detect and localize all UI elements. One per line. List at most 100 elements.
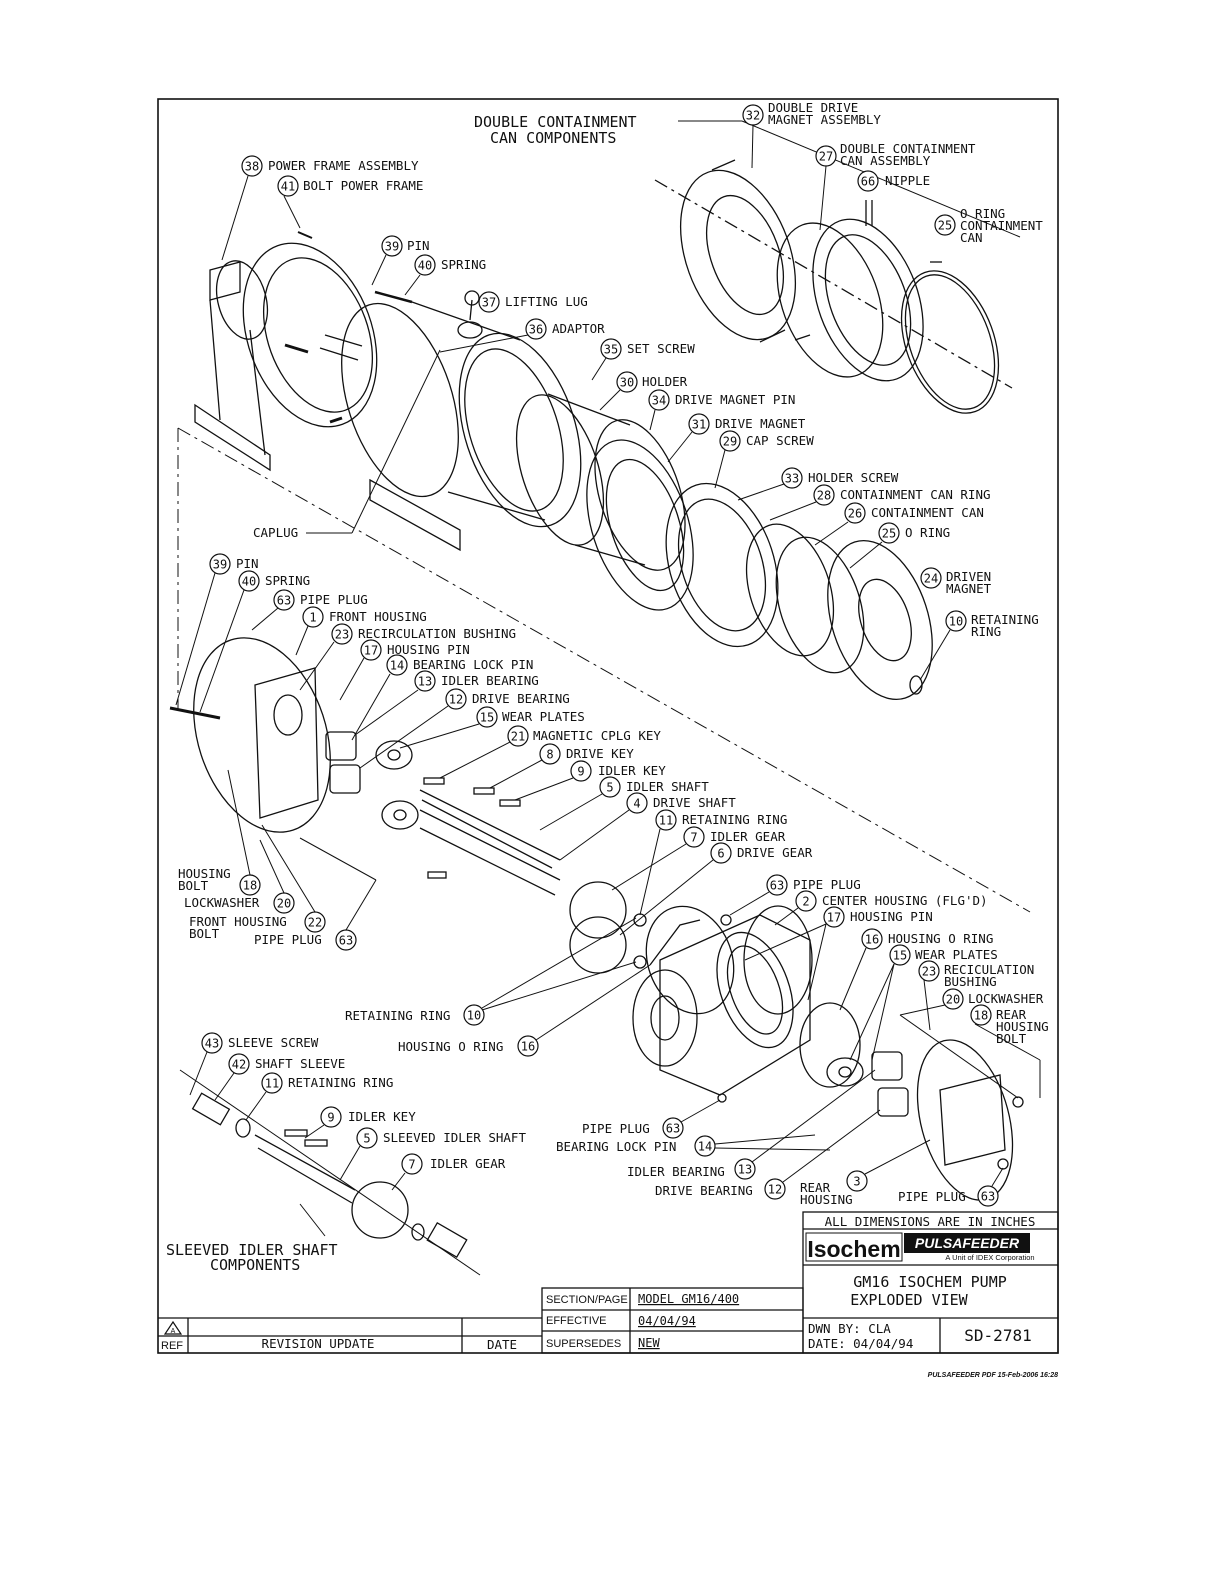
callout-num-40-top: 40 (418, 259, 432, 273)
sleeved-idler-heading: SLEEVED IDLER SHAFT COMPONENTS (166, 1203, 338, 1274)
callouts-left: HOUSING BOLT 18 LOCKWASHER 20 FRONT HOUS… (178, 769, 1004, 1207)
callout-num-15-right: 15 (893, 949, 907, 963)
callout-num-39-top: 39 (385, 240, 399, 254)
callout-label-14-bottom: BEARING LOCK PIN (556, 1139, 676, 1154)
revision-update-label: REVISION UPDATE (262, 1336, 375, 1351)
callout-label-4: DRIVE SHAFT (653, 795, 736, 810)
callout-num-3: 3 (853, 1175, 860, 1189)
callout-num-66: 66 (861, 175, 875, 189)
callout-label-11-sleeve: RETAINING RING (288, 1075, 393, 1090)
callout-label-17: HOUSING PIN (387, 642, 470, 657)
callout-label-20-right: LOCKWASHER (968, 991, 1044, 1006)
callout-label-33: HOLDER SCREW (808, 470, 899, 485)
callout-num-22-left: 22 (308, 916, 322, 930)
callout-num-16-left: 16 (521, 1040, 535, 1054)
callout-label-20-left: LOCKWASHER (184, 895, 260, 910)
double-containment-heading: DOUBLE CONTAINMENT CAN COMPONENTS (474, 113, 1021, 238)
callout-num-29: 29 (723, 435, 737, 449)
callout-label3-25-containment: CAN (960, 230, 983, 245)
callout-label-43: SLEEVE SCREW (228, 1035, 319, 1050)
callout-num-15: 15 (480, 711, 494, 725)
callout-label-12: DRIVE BEARING (472, 691, 570, 706)
callout-label2-32: MAGNET ASSEMBLY (768, 112, 881, 127)
main-axis-line (177, 427, 1031, 913)
callout-num-5-sleeve: 5 (363, 1132, 370, 1146)
callout-label-42: SHAFT SLEEVE (255, 1056, 345, 1071)
callout-label-63-rear: PIPE PLUG (898, 1189, 966, 1204)
adaptor (341, 290, 582, 552)
callout-num-42: 42 (232, 1058, 246, 1072)
callout-label-22-left: FRONT HOUSING (189, 914, 287, 929)
callout-num-33: 33 (785, 472, 799, 486)
callout-num-2: 2 (802, 895, 809, 909)
supersedes-value: NEW (638, 1336, 660, 1350)
callout-num-34: 34 (652, 394, 666, 408)
callout-label-18-left: HOUSING (178, 866, 231, 881)
callout-label-40-mid: SPRING (265, 573, 310, 588)
callout-label-13-bottom: IDLER BEARING (627, 1164, 725, 1179)
callout-num-12: 12 (449, 693, 463, 707)
callout-label-10: RETAINING (971, 612, 1039, 627)
callout-label-10-left: RETAINING RING (345, 1008, 450, 1023)
callout-num-32: 32 (746, 109, 760, 123)
callout-num-13: 13 (418, 675, 432, 689)
callout-label-26: CONTAINMENT CAN (871, 505, 984, 520)
callout-num-35: 35 (604, 343, 618, 357)
callout-label-1: FRONT HOUSING (329, 609, 427, 624)
caplug-callout: CAPLUG (253, 349, 441, 540)
double-containment-heading-line2: CAN COMPONENTS (490, 129, 616, 147)
callout-num-16-right: 16 (865, 933, 879, 947)
drawing-number: SD-2781 (964, 1326, 1031, 1345)
drawn-by: DWN BY: CLA (808, 1321, 891, 1336)
callout-num-25-containment: 25 (938, 219, 952, 233)
callout-num-37: 37 (482, 296, 496, 310)
callout-label-18-right: REAR (996, 1007, 1027, 1022)
callout-label-34: DRIVE MAGNET PIN (675, 392, 795, 407)
callout-num-43: 43 (205, 1037, 219, 1051)
callouts-right: 63 PIPE PLUG 2 CENTER HOUSING (FLG'D) 17… (729, 874, 1049, 1099)
callouts-top: 32 DOUBLE DRIVE MAGNET ASSEMBLY 27 DOUBL… (221, 100, 1043, 681)
callout-label-66: NIPPLE (885, 173, 930, 188)
callout-num-36: 36 (529, 323, 543, 337)
callout-label-40-top: SPRING (441, 257, 486, 272)
callout-num-26: 26 (848, 507, 862, 521)
section-page-value: MODEL GM16/400 (638, 1292, 739, 1306)
callout-label-2: CENTER HOUSING (FLG'D) (822, 893, 988, 908)
title-block-text: ALL DIMENSIONS ARE IN INCHES Isochem PUL… (161, 1214, 1035, 1352)
callout-num-10: 10 (949, 615, 963, 629)
callout-num-12-bottom: 12 (768, 1183, 782, 1197)
callout-label-8: DRIVE KEY (566, 746, 634, 761)
callout-label-39-mid: PIN (236, 556, 259, 571)
callout-num-20-right: 20 (946, 993, 960, 1007)
center-housing (632, 905, 813, 1096)
callout-label-5: IDLER SHAFT (626, 779, 709, 794)
callout-num-9: 9 (577, 765, 584, 779)
callouts-middle: 39 PIN 40 SPRING 63 PIPE PLUG 1 FRONT HO… (175, 553, 813, 936)
effective-value: 04/04/94 (638, 1314, 696, 1328)
sleeved-idler-heading-line2: COMPONENTS (210, 1256, 300, 1274)
callout-num-11: 11 (659, 814, 673, 828)
callout-label-25: O RING (905, 525, 950, 540)
callout-label-36: ADAPTOR (552, 321, 605, 336)
callout-num-38: 38 (245, 160, 259, 174)
callout-label-28: CONTAINMENT CAN RING (840, 487, 991, 502)
callout-label2-25-containment: CONTAINMENT (960, 218, 1043, 233)
callout-label-29: CAP SCREW (746, 433, 814, 448)
callout-label-7: IDLER GEAR (710, 829, 786, 844)
callout-num-63-bottom: 63 (666, 1122, 680, 1136)
revision-symbol: A (171, 1328, 176, 1335)
callout-label-9-sleeve: IDLER KEY (348, 1109, 416, 1124)
callout-num-1: 1 (309, 611, 316, 625)
callout-label-15-right: WEAR PLATES (915, 947, 998, 962)
callout-label-31: DRIVE MAGNET (715, 416, 806, 431)
callout-num-25: 25 (882, 527, 896, 541)
callout-num-14: 14 (390, 659, 404, 673)
revision-triangle-icon (163, 1320, 183, 1335)
callout-label-30: HOLDER (642, 374, 688, 389)
callout-num-63-rear: 63 (981, 1190, 995, 1204)
callout-label-63-bottom: PIPE PLUG (582, 1121, 650, 1136)
callout-label3-18-right: BOLT (996, 1031, 1027, 1046)
callout-num-18-left: 18 (243, 879, 257, 893)
callout-label-21: MAGNETIC CPLG KEY (533, 728, 661, 743)
callout-label2-23-right: BUSHING (944, 974, 997, 989)
